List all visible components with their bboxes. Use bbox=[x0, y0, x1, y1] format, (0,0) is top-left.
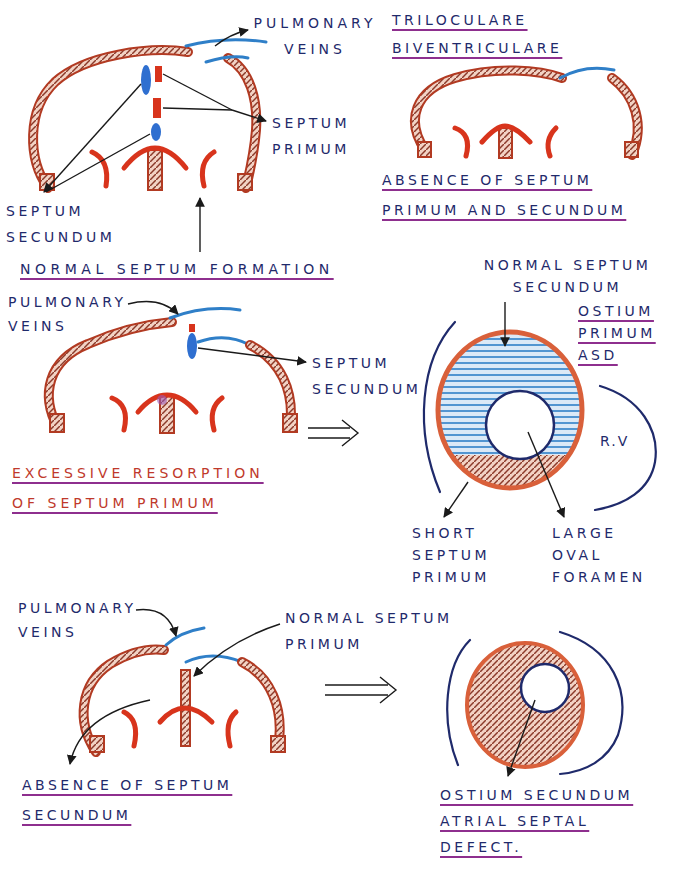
part-label: SEPTUM SECUNDUM bbox=[6, 198, 131, 250]
valve bbox=[112, 398, 126, 430]
panel-caption: NORMAL SEPTUM FORMATION bbox=[20, 256, 334, 282]
part-label: PULMONARY VEINS bbox=[230, 10, 400, 62]
part-label: NORMAL SEPTUM PRIMUM bbox=[285, 605, 460, 657]
leader bbox=[508, 700, 535, 776]
leader bbox=[199, 198, 200, 252]
part-label: SEPTUM SECUNDUM bbox=[312, 350, 432, 402]
septum-secundum bbox=[187, 333, 197, 359]
blot bbox=[157, 395, 167, 405]
part-label: PULMONARY VEINS bbox=[8, 290, 138, 338]
panel-title: OSTIUM PRIMUM ASD bbox=[578, 300, 678, 366]
leader bbox=[46, 134, 150, 192]
stub bbox=[625, 142, 638, 157]
panel-caption: EXCESSIVE RESORPTION OF SEPTUM PRIMUM bbox=[12, 458, 297, 518]
stub bbox=[271, 736, 285, 752]
leader bbox=[325, 694, 388, 695]
septum-secundum bbox=[151, 123, 161, 141]
wall-outer bbox=[33, 50, 188, 188]
stub bbox=[90, 736, 104, 752]
septum-secundum bbox=[141, 65, 151, 95]
leader bbox=[325, 684, 388, 685]
outline bbox=[595, 386, 656, 510]
vein bbox=[206, 57, 248, 62]
valve bbox=[138, 395, 196, 412]
leader bbox=[528, 432, 564, 517]
vein bbox=[198, 338, 250, 345]
leader bbox=[308, 437, 350, 438]
septum-primum-area bbox=[467, 643, 583, 767]
leader bbox=[128, 302, 178, 314]
stub bbox=[418, 142, 431, 157]
leader bbox=[308, 427, 350, 428]
panel-title: TRILOCULARE BIVENTRICULARE bbox=[392, 6, 592, 62]
valve bbox=[92, 152, 107, 186]
stub bbox=[283, 414, 297, 432]
leader bbox=[444, 482, 468, 517]
part-label: SEPTUM PRIMUM bbox=[272, 110, 392, 162]
wall-outer bbox=[228, 58, 256, 188]
leader bbox=[163, 74, 232, 110]
leader bbox=[232, 110, 266, 121]
wall-outer bbox=[84, 650, 164, 752]
valve bbox=[202, 152, 214, 186]
panel-caption: ABSENCE OF SEPTUM SECUNDUM bbox=[22, 770, 262, 830]
septum-primum bbox=[153, 98, 161, 118]
ring bbox=[438, 332, 582, 488]
wall-inner bbox=[84, 650, 164, 752]
leader bbox=[136, 610, 176, 636]
stub bbox=[238, 174, 252, 190]
double-arrow bbox=[325, 677, 396, 703]
heart-resorption bbox=[49, 302, 358, 446]
leader bbox=[194, 624, 280, 676]
valve bbox=[124, 712, 136, 746]
vein bbox=[166, 628, 204, 645]
leader bbox=[380, 677, 396, 703]
heart-trilocular bbox=[415, 68, 638, 158]
leader bbox=[198, 348, 306, 362]
wall-inner bbox=[33, 50, 188, 188]
secundum-defect bbox=[521, 664, 569, 712]
valve bbox=[212, 398, 222, 430]
chamber-label: R.V bbox=[600, 430, 629, 452]
vein bbox=[560, 68, 614, 78]
septum-primum bbox=[189, 324, 195, 332]
leader bbox=[342, 420, 358, 446]
part-label: PULMONARY VEINS bbox=[18, 596, 148, 644]
valve bbox=[228, 712, 236, 746]
part-label: SHORT SEPTUM PRIMUM bbox=[412, 522, 507, 588]
wall-outer bbox=[415, 70, 562, 150]
wall-inner bbox=[228, 58, 256, 188]
valve bbox=[124, 148, 186, 168]
stub bbox=[40, 174, 54, 190]
valve bbox=[482, 126, 530, 142]
part-label: LARGE OVAL FORAMEN bbox=[552, 522, 667, 588]
leader bbox=[215, 30, 248, 46]
vein bbox=[170, 309, 240, 318]
leader bbox=[44, 84, 141, 192]
septum-primum bbox=[155, 66, 162, 82]
part-label: NORMAL SEPTUM SECUNDUM bbox=[470, 254, 665, 298]
stub bbox=[499, 128, 512, 158]
septum-view-secundum bbox=[447, 632, 622, 776]
double-arrow bbox=[308, 420, 358, 446]
wall-inner bbox=[415, 70, 562, 150]
valve bbox=[455, 128, 468, 156]
panel-caption: OSTIUM SECUNDUM ATRIAL SEPTAL DEFECT. bbox=[440, 782, 665, 860]
wall-outer bbox=[49, 322, 172, 428]
stub bbox=[50, 414, 64, 432]
wall-inner bbox=[49, 322, 172, 428]
leader bbox=[504, 302, 505, 346]
leader bbox=[70, 700, 150, 764]
stub bbox=[148, 150, 162, 190]
valve bbox=[548, 128, 556, 156]
panel-caption: ABSENCE OF SEPTUM PRIMUM AND SECUNDUM bbox=[382, 165, 644, 225]
oval-foramen bbox=[486, 391, 554, 459]
leader bbox=[163, 108, 232, 110]
heart-no-secundum bbox=[70, 610, 396, 764]
vein bbox=[186, 40, 266, 46]
valve bbox=[160, 708, 212, 722]
